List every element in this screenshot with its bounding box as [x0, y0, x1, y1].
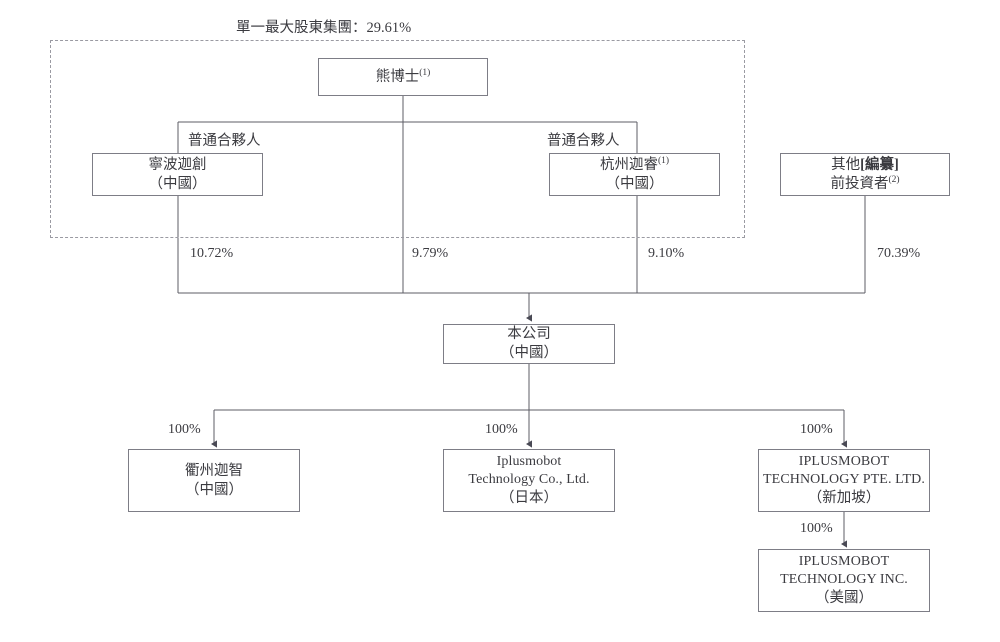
edge-label-general-partner-left: 普通合夥人 — [188, 133, 261, 149]
shareholder-group-caption: 單一最大股東集團：29.61% — [236, 20, 412, 36]
node-company-line1: 本公司 — [507, 326, 551, 343]
node-hangzhou-line2: （中國） — [605, 175, 664, 192]
node-ningbo-jiachuang: 寧波迦創 （中國） — [92, 153, 263, 196]
node-usa-line3: （美國） — [815, 590, 873, 607]
node-other-investors-line2: 前投資者(2) — [830, 174, 900, 192]
node-hangzhou-line1: 杭州迦睿(1) — [599, 156, 670, 173]
node-japan-line3: （日本） — [500, 490, 558, 507]
node-other-investors-footnote: (2) — [888, 174, 900, 185]
node-other-investors-line1: 其他[編纂] — [831, 156, 899, 173]
pct-hangzhou-to-company: 9.10% — [648, 246, 685, 261]
node-singapore-line1: IPLUSMOBOT — [798, 454, 890, 470]
single-largest-shareholder-group-region — [50, 40, 745, 238]
node-founder: 熊博士(1) — [318, 58, 488, 96]
pct-founder-to-company: 9.79% — [412, 246, 449, 261]
node-quzhou-jiazhi: 衢州迦智 （中國） — [128, 449, 300, 512]
node-founder-footnote: (1) — [419, 67, 431, 78]
node-hangzhou-footnote: (1) — [657, 156, 670, 167]
edge-label-general-partner-right: 普通合夥人 — [547, 133, 620, 149]
node-ningbo-line2: （中國） — [148, 175, 207, 192]
pct-company-to-japan: 100% — [485, 422, 518, 437]
node-singapore-line3: （新加坡） — [807, 490, 881, 507]
node-japan-line2: Technology Co., Ltd. — [468, 472, 590, 488]
node-singapore-line2: TECHNOLOGY PTE. LTD. — [763, 472, 925, 488]
node-hangzhou-jiarui: 杭州迦睿(1) （中國） — [549, 153, 720, 196]
node-iplusmobot-singapore: IPLUSMOBOT TECHNOLOGY PTE. LTD. （新加坡） — [758, 449, 930, 512]
pct-company-to-singapore: 100% — [800, 422, 833, 437]
node-iplusmobot-usa: IPLUSMOBOT TECHNOLOGY INC. （美國） — [758, 549, 930, 612]
node-the-company: 本公司 （中國） — [443, 324, 615, 364]
node-usa-line1: IPLUSMOBOT — [798, 554, 890, 570]
node-founder-line1: 熊博士(1) — [375, 67, 431, 85]
redaction-marker: [編纂] — [860, 156, 899, 173]
node-company-line2: （中國） — [500, 345, 558, 361]
pct-singapore-to-usa: 100% — [800, 521, 833, 536]
node-usa-line2: TECHNOLOGY INC. — [780, 572, 908, 588]
node-quzhou-line2: （中國） — [185, 481, 243, 498]
node-japan-line1: Iplusmobot — [496, 454, 562, 470]
pct-company-to-quzhou: 100% — [168, 422, 201, 437]
node-iplusmobot-japan: Iplusmobot Technology Co., Ltd. （日本） — [443, 449, 615, 512]
pct-other-to-company: 70.39% — [877, 246, 921, 261]
node-ningbo-line1: 寧波迦創 — [148, 156, 207, 173]
node-quzhou-line1: 衢州迦智 — [185, 462, 243, 479]
node-other-pre-ipo-investors: 其他[編纂] 前投資者(2) — [780, 153, 950, 196]
pct-ningbo-to-company: 10.72% — [190, 246, 234, 261]
